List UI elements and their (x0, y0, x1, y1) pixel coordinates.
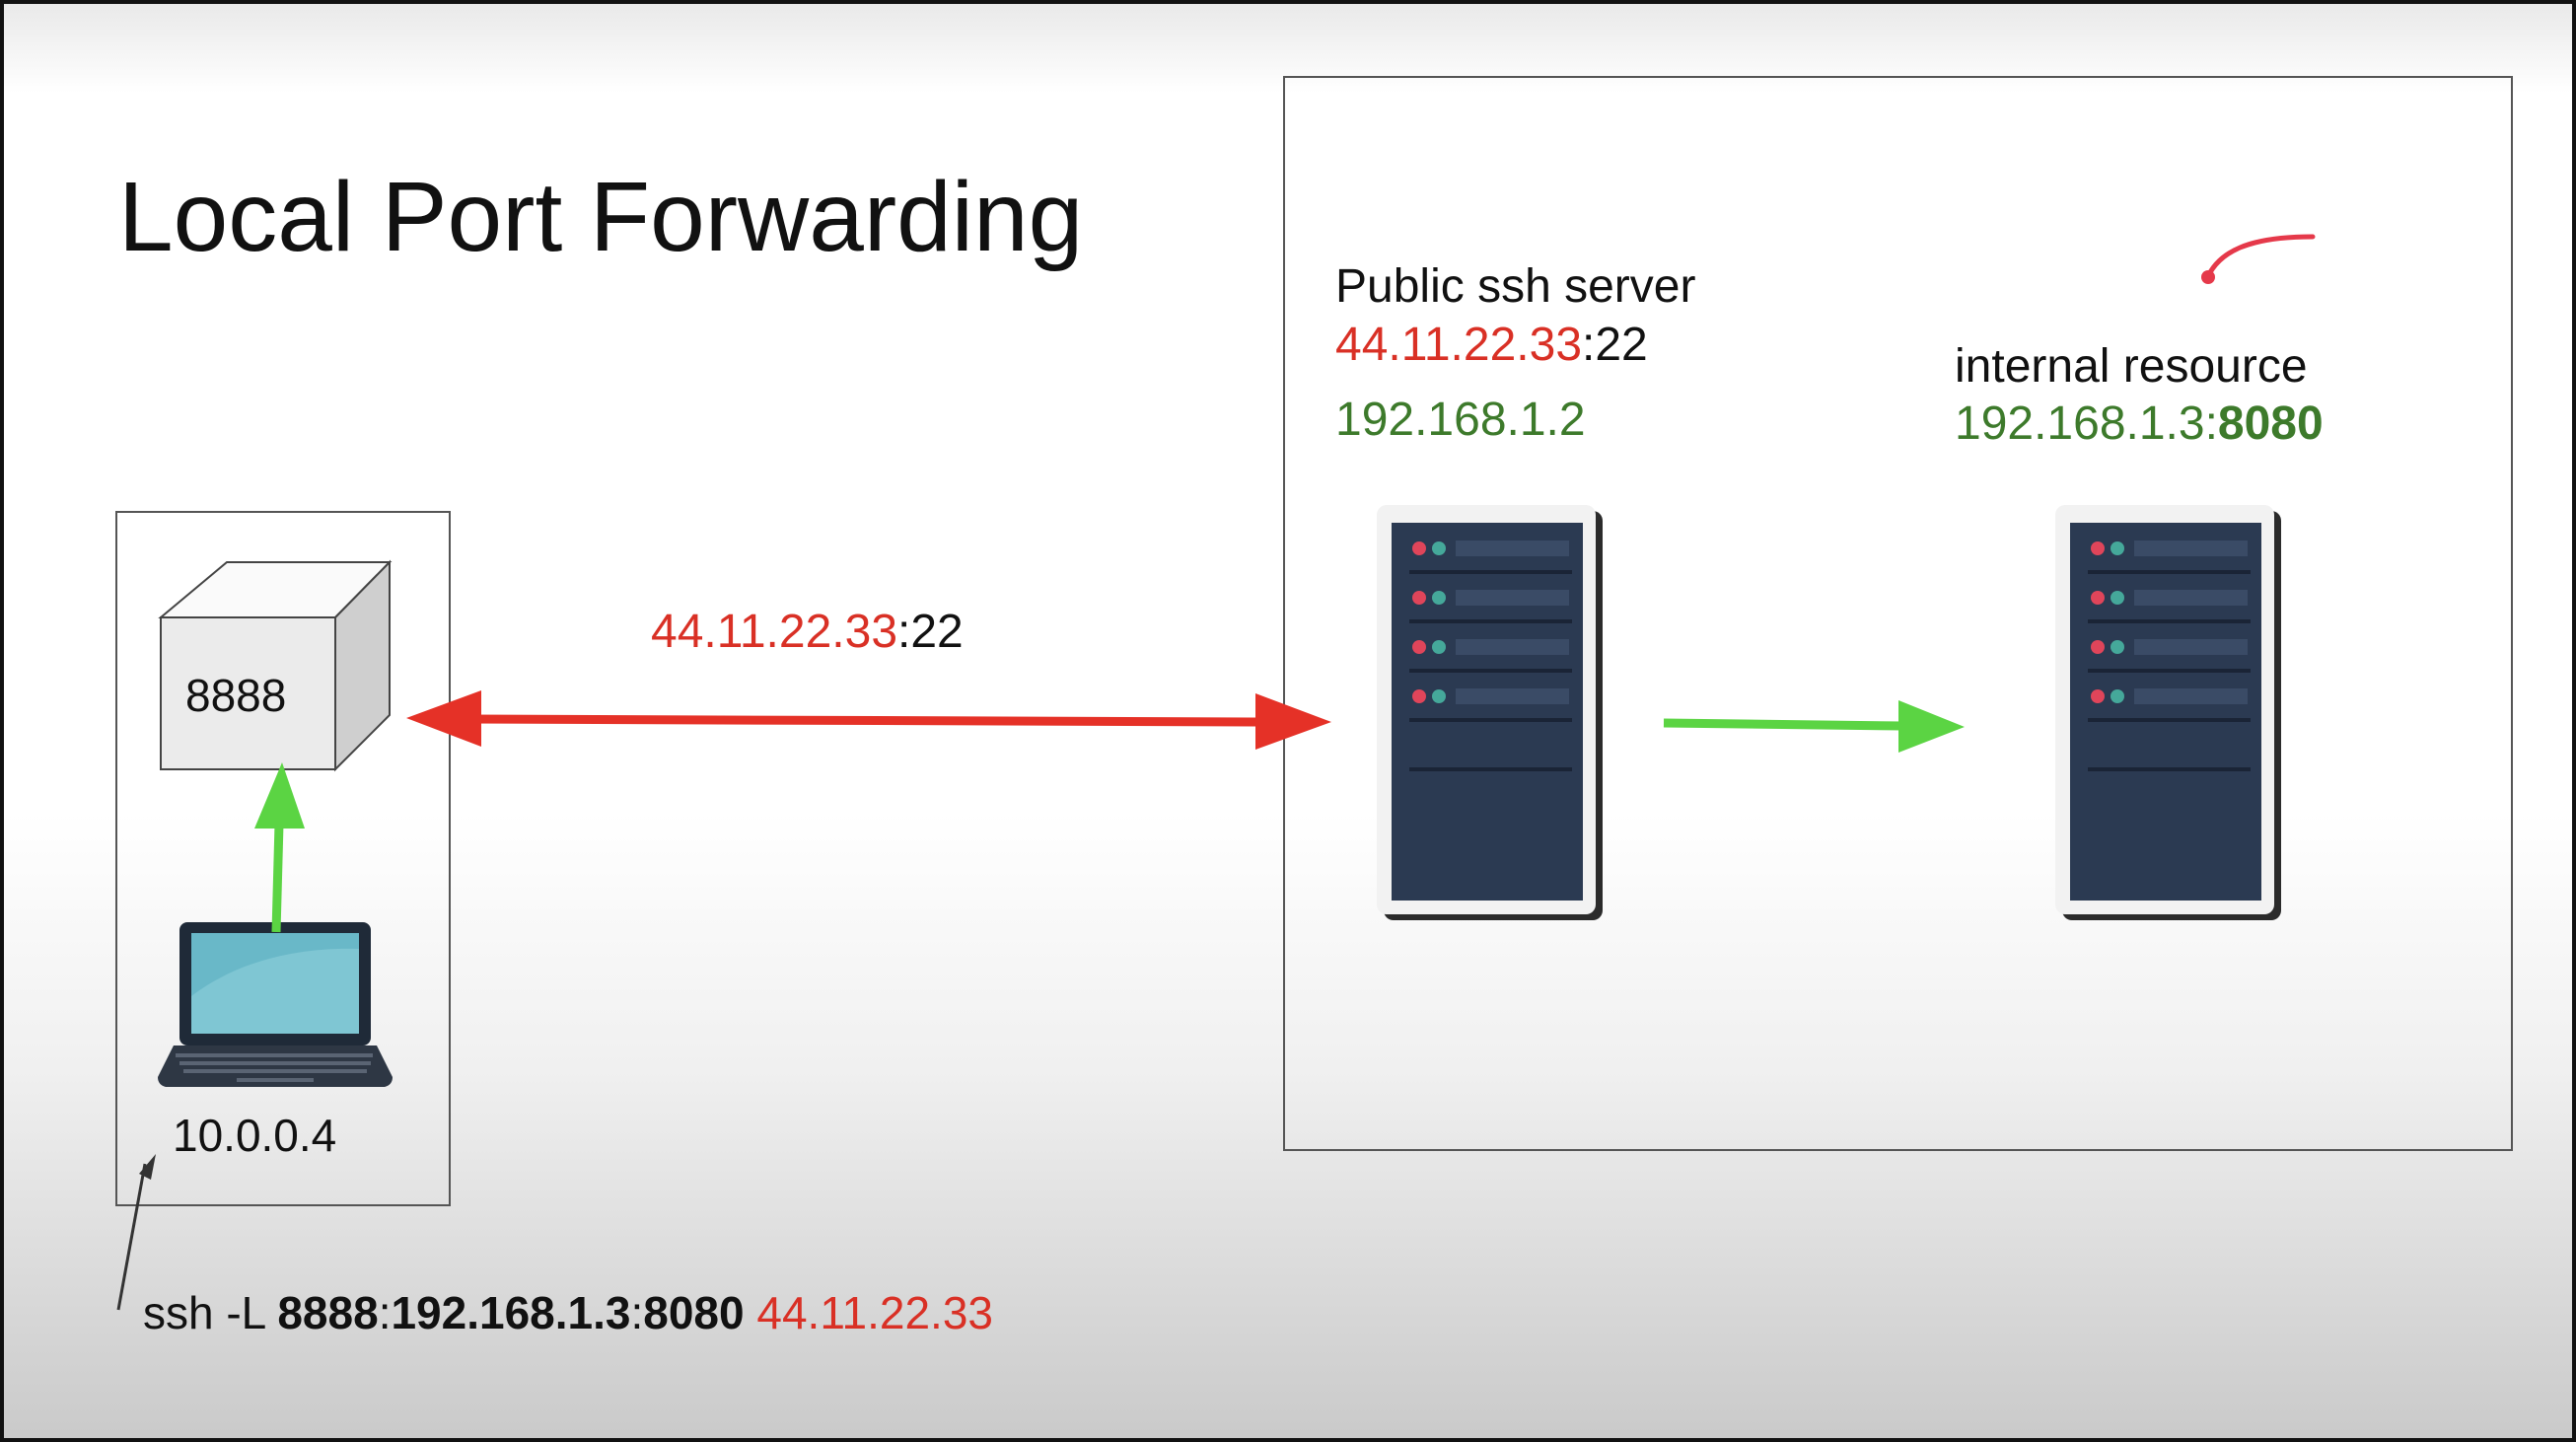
ssh-command: ssh -L 8888:192.168.1.3:8080 44.11.22.33 (143, 1290, 993, 1335)
internal-resource-address: 192.168.1.3:8080 (1955, 400, 2324, 448)
rack-divider (2088, 767, 2251, 771)
tunnel-ip: 44.11.22.33 (651, 606, 898, 658)
ssh-server-public-address: 44.11.22.33:22 (1335, 322, 1648, 369)
internal-ip: 192.168.1.3: (1955, 397, 2218, 450)
port-cube-icon (158, 559, 393, 772)
rack-divider (1409, 619, 1572, 623)
rack-slot (2134, 688, 2248, 704)
ssh-tunnel-arrow (406, 690, 1331, 750)
server-network-box (1283, 76, 2513, 1151)
rack-led-red (1412, 541, 1426, 555)
rack-divider (1409, 767, 1572, 771)
laptop-icon (158, 922, 393, 1087)
rack-led-teal (1432, 591, 1446, 605)
command-space (745, 1287, 757, 1338)
pen-mark (2201, 234, 2316, 284)
command-target-port: 8080 (643, 1287, 745, 1338)
client-ip: 10.0.0.4 (173, 1110, 337, 1161)
rack-divider (1409, 570, 1572, 574)
rack-slot (2134, 541, 2248, 556)
command-target-host: 192.168.1.3 (391, 1287, 631, 1338)
ssh-server-public-ip: 44.11.22.33 (1335, 319, 1583, 371)
rack-slot (2134, 590, 2248, 606)
rack-led-red (2091, 541, 2105, 555)
rack-slot (1456, 590, 1569, 606)
rack-led-teal (1432, 541, 1446, 555)
client-box (115, 511, 451, 1206)
rack-slot (1456, 639, 1569, 655)
ssh-server-public-port: :22 (1582, 319, 1648, 371)
rack-led-red (1412, 640, 1426, 654)
rack-led-teal (2111, 591, 2124, 605)
rack-divider (2088, 570, 2251, 574)
rack-led-red (2091, 689, 2105, 703)
command-sep1: : (378, 1287, 392, 1338)
rack-divider (2088, 718, 2251, 722)
diagram-title: Local Port Forwarding (118, 162, 1084, 272)
rack-led-teal (1432, 640, 1446, 654)
command-prefix: ssh -L (143, 1287, 278, 1338)
rack-led-red (2091, 591, 2105, 605)
port-label: 8888 (185, 670, 287, 721)
internal-server-icon (2055, 505, 2281, 920)
command-sep2: : (630, 1287, 644, 1338)
rack-slot (1456, 541, 1569, 556)
command-local-port: 8888 (277, 1287, 379, 1338)
ssh-server-name: Public ssh server (1335, 260, 1696, 313)
rack-divider (1409, 669, 1572, 673)
rack-slot (2134, 639, 2248, 655)
rack-led-teal (2111, 541, 2124, 555)
ssh-server-private-ip: 192.168.1.2 (1335, 394, 1586, 446)
rack-slot (1456, 688, 1569, 704)
internal-port: 8080 (2217, 397, 2324, 450)
ssh-server-icon (1377, 505, 1603, 920)
rack-led-teal (1432, 689, 1446, 703)
rack-led-teal (2111, 640, 2124, 654)
rack-led-red (1412, 591, 1426, 605)
internal-forward-arrow (1663, 700, 1965, 753)
rack-divider (1409, 718, 1572, 722)
rack-led-teal (2111, 689, 2124, 703)
local-forward-arrow (254, 762, 305, 933)
rack-led-red (2091, 640, 2105, 654)
tunnel-label: 44.11.22.33:22 (651, 609, 964, 656)
pointer-arrow (116, 1154, 156, 1311)
tunnel-port: :22 (897, 606, 964, 658)
rack-divider (2088, 669, 2251, 673)
command-server-ip: 44.11.22.33 (756, 1287, 993, 1338)
rack-divider (2088, 619, 2251, 623)
rack-led-red (1412, 689, 1426, 703)
internal-resource-name: internal resource (1955, 340, 2308, 393)
